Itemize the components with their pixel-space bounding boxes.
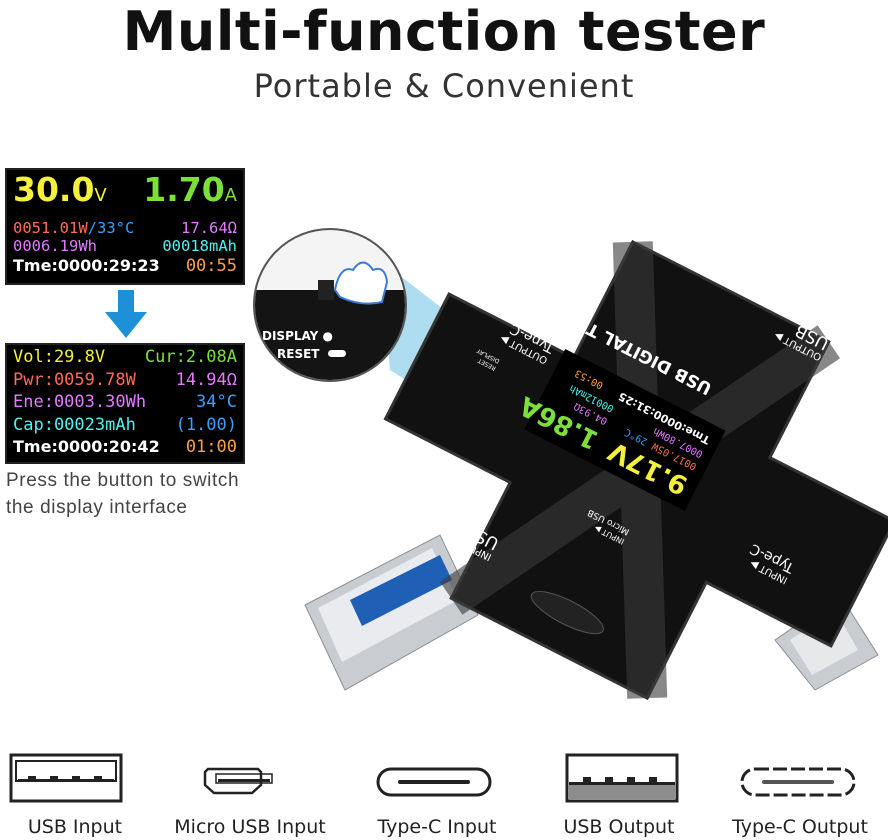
cap-reading: Cap:00023mAh: [13, 414, 136, 435]
display-screen-main: 30.0V 1.70A 0051.01W/33°C 17.64Ω 0006.19…: [5, 168, 245, 285]
usb-a-port-icon: [9, 753, 123, 803]
port-label: USB Output: [563, 816, 675, 838]
timer-reading: 01:00: [185, 437, 237, 457]
port-label: Type-C Input: [377, 816, 497, 838]
timer-reading: 00:55: [185, 256, 237, 276]
cur-reading: Cur:2.08A: [144, 347, 237, 367]
energy-reading: 0006.19Wh: [13, 237, 97, 255]
port-icons: [9, 753, 856, 803]
magnifier-display-label: DISPLAY ●: [262, 329, 333, 343]
caption-line: the display interface: [6, 497, 188, 518]
temp-reading: /33°C: [87, 219, 135, 237]
magnifier-reset-label: RESET: [277, 347, 320, 361]
page-subtitle: Portable & Convenient: [253, 67, 635, 105]
port-label: Micro USB Input: [174, 816, 326, 838]
page-title: Multi-function tester: [122, 0, 766, 63]
type-c-port-icon: [740, 767, 856, 797]
power-reading: 0051.01W: [13, 219, 88, 237]
pwr-reading: Pwr:0059.78W: [13, 369, 136, 390]
current-reading: 1.70A: [143, 170, 237, 209]
resistance-reading: 17.64Ω: [181, 219, 237, 237]
voltage-reading: 30.0V: [13, 170, 107, 209]
ratio-reading: (1.00): [175, 414, 237, 435]
micro-usb-port-icon: [203, 767, 273, 795]
device-screen: [524, 349, 726, 511]
time-reading: Tme:0000:29:23: [13, 256, 160, 275]
hand-icon: [333, 261, 389, 305]
port-label: Type-C Output: [732, 816, 868, 838]
ene-reading: Ene:0003.30Wh: [13, 392, 147, 412]
usb-a-plug: [304, 534, 479, 691]
vol-reading: Vol:29.8V: [13, 347, 106, 367]
device-illustration: 9.17V 1.86A 0017.05W 29°C 04.93Ω 0007.80…: [253, 228, 888, 701]
time-reading: Tme:0000:20:42: [13, 437, 160, 456]
capacity-reading: 00018mAh: [162, 237, 237, 255]
caption: Press the button to switch the display i…: [6, 467, 239, 521]
usb-a-port-icon: [565, 753, 679, 803]
port-label: USB Input: [27, 816, 123, 838]
arrow-down-icon: [105, 290, 147, 338]
temp-reading: 34°C: [196, 392, 237, 412]
display-screen-detail: Vol:29.8V Cur:2.08A Pwr:0059.78W 14.94Ω En…: [5, 343, 245, 464]
type-c-port-icon: [376, 767, 492, 797]
caption-line: Press the button to switch: [6, 470, 240, 491]
res-reading: 14.94Ω: [175, 369, 237, 390]
micro-usb-port: [530, 590, 604, 635]
